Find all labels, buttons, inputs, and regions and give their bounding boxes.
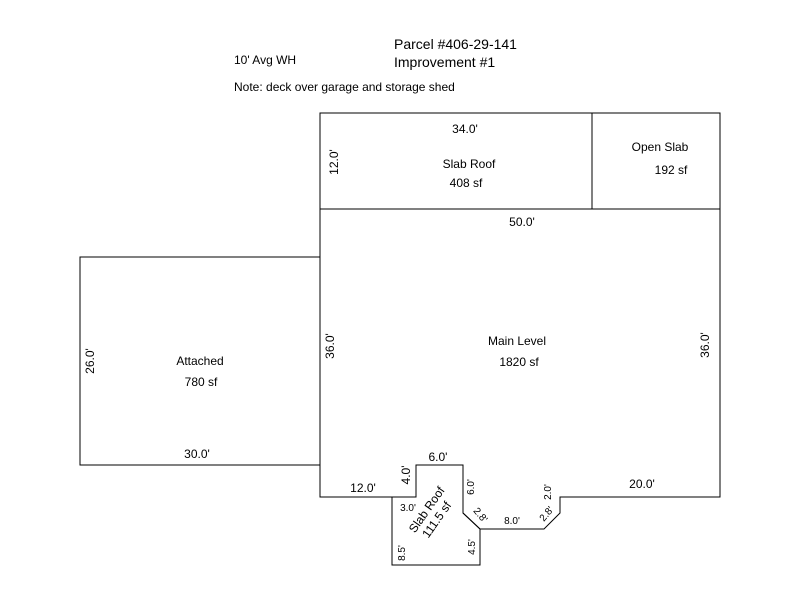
slab-roof-top-sf: 408 sf [450, 176, 483, 190]
improvement-title: Improvement #1 [394, 54, 495, 70]
dim-notch-left: 4.0' [399, 466, 413, 485]
dim-attached-depth: 26.0' [83, 348, 97, 374]
dim-attached-width: 30.0' [184, 447, 210, 461]
main-level-name: Main Level [488, 334, 546, 348]
open-slab-name: Open Slab [632, 140, 689, 154]
dim-small-right-top: 6.0' [466, 479, 477, 495]
dim-bottom-left: 12.0' [350, 481, 376, 495]
dim-slab-roof-width: 34.0' [452, 122, 478, 136]
open-slab-sf: 192 sf [655, 163, 688, 177]
dim-small-top: 3.0' [400, 503, 416, 514]
sketch-note: Note: deck over garage and storage shed [234, 80, 455, 94]
attached-sf: 780 sf [185, 375, 218, 389]
dim-main-left-depth: 36.0' [323, 333, 337, 359]
open-slab-outline [591, 112, 721, 210]
dim-slab-roof-depth: 12.0' [327, 149, 341, 175]
attached-name: Attached [176, 354, 223, 368]
slab-roof-top-name: Slab Roof [443, 157, 496, 171]
dim-main-width: 50.0' [509, 215, 535, 229]
dim-notch-top: 6.0' [429, 450, 448, 464]
dim-small-diag-right: 2.8' [538, 505, 557, 524]
slab-roof-small-outline [391, 464, 481, 566]
dim-small-right-rise: 2.0' [543, 484, 554, 500]
dim-bottom-right: 20.0' [629, 477, 655, 491]
parcel-title: Parcel #406-29-141 [394, 36, 517, 52]
wall-height-label: 10' Avg WH [234, 53, 296, 67]
main-level-sf: 1820 sf [499, 355, 539, 369]
main-level-outline [319, 208, 721, 530]
dim-small-right-bottom: 4.5' [467, 539, 478, 555]
dim-small-bottom: 8.0' [504, 516, 520, 527]
dim-main-right-depth: 36.0' [698, 332, 712, 358]
dim-small-left: 8.5' [397, 545, 408, 561]
